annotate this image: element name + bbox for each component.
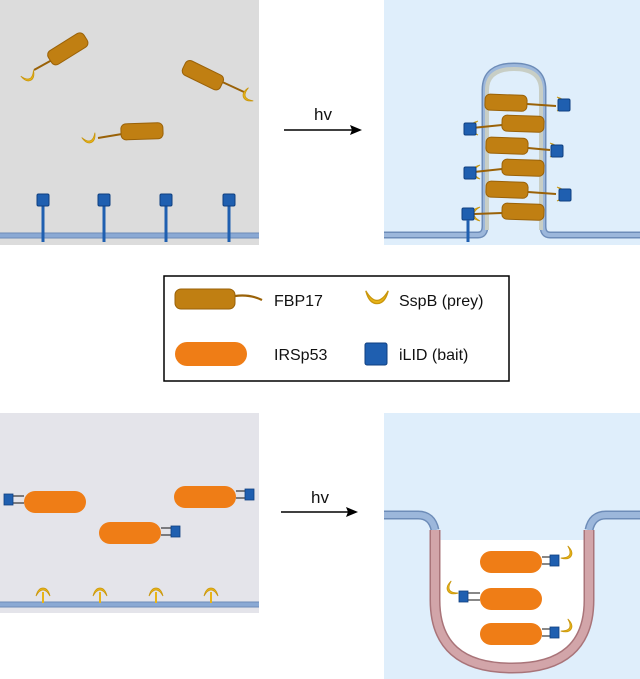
fbp17-sspb-complex (179, 58, 254, 105)
fbp17-rod-icon (174, 288, 263, 310)
bound-irsp53 (480, 618, 576, 645)
legend-item-sspb: SspB (prey) (365, 290, 483, 310)
sspb-anchor (92, 587, 108, 603)
legend-label: FBP17 (274, 293, 323, 310)
sspb-anchor (203, 587, 219, 603)
panel-top-left (0, 0, 259, 245)
panel-bottom-right (384, 413, 640, 679)
ilid-anchor (97, 193, 111, 242)
membrane (0, 233, 259, 238)
legend-item-ilid: iLID (bait) (364, 342, 468, 366)
arrow-label-hv: hv (314, 105, 332, 124)
ilid-anchor (36, 193, 50, 242)
sspb-anchor (35, 587, 51, 603)
fbp17-sspb-complex (81, 122, 164, 146)
irsp53-ilid-complex (174, 486, 255, 508)
ilid-square-icon (364, 342, 388, 366)
legend-label: SspB (prey) (399, 293, 483, 310)
panel-top-right (384, 0, 640, 245)
bound-irsp53 (480, 545, 576, 573)
legend-item-fbp17: FBP17 (174, 288, 323, 310)
fbp17-sspb-complex (20, 30, 91, 84)
membrane (0, 602, 259, 607)
panel-bottom-left (0, 413, 259, 613)
ilid-anchor (222, 193, 236, 242)
light-arrow-bottom: hv (281, 488, 358, 517)
legend-box: FBP17 SspB (prey) IRSp53 iLID (bait) (163, 275, 510, 382)
ilid-anchor (159, 193, 173, 242)
legend-item-irsp53: IRSp53 (175, 342, 327, 366)
legend-label: IRSp53 (274, 347, 327, 364)
light-arrow-top: hv (284, 105, 362, 135)
legend-label: iLID (bait) (399, 347, 468, 364)
irsp53-ilid-complex (3, 491, 86, 513)
irsp53-ilid-complex (99, 522, 181, 544)
arrow-label-hv: hv (311, 488, 329, 507)
sspb-anchor (148, 587, 164, 603)
irsp53-capsule-icon (175, 342, 247, 366)
bound-irsp53 (443, 580, 542, 610)
bound-complexes (461, 96, 572, 242)
